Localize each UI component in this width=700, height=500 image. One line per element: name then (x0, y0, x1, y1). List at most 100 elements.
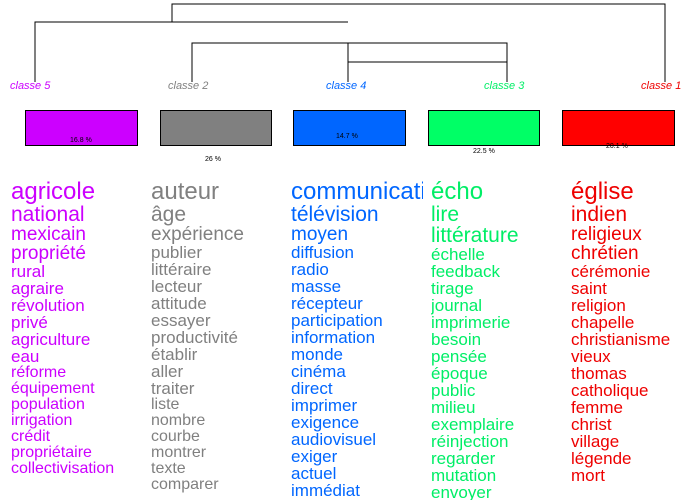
word: village (571, 432, 620, 451)
word: imprimerie (431, 313, 511, 332)
word: besoin (431, 330, 482, 349)
class-percent-4: 22.5 % (473, 148, 495, 155)
word: église (571, 180, 634, 205)
word: auteur (151, 180, 220, 205)
word: feedback (431, 262, 500, 281)
word: productivité (151, 328, 238, 347)
word: agraire (11, 279, 64, 298)
word: télévision (291, 203, 379, 226)
word: agriculture (11, 330, 91, 349)
word: pensée (431, 347, 487, 366)
word: époque (431, 364, 488, 383)
word: traiter (151, 379, 195, 398)
word: cinéma (291, 362, 346, 381)
word: vieux (571, 347, 611, 366)
word: diffusion (291, 243, 355, 262)
class-bar-2 (160, 110, 272, 146)
word: catholique (571, 381, 649, 400)
word: national (11, 203, 85, 226)
word: immédiat (291, 481, 360, 500)
word: exemplaire (431, 415, 515, 434)
class-bar-3 (293, 110, 406, 146)
class-percent-1: 16.8 % (70, 137, 92, 144)
word: littéraire (151, 260, 212, 279)
word: religieux (571, 224, 642, 245)
word: aller (151, 362, 184, 381)
word: direct (291, 379, 333, 398)
word: imprimer (291, 396, 358, 415)
word: crédit (11, 428, 51, 445)
word: eau (11, 347, 40, 366)
word: regarder (431, 449, 496, 468)
word: irrigation (11, 412, 73, 429)
word: tirage (431, 279, 474, 298)
word: milieu (431, 398, 476, 417)
word: femme (571, 398, 623, 417)
class-bar-4 (428, 110, 540, 146)
word: nombre (151, 412, 206, 429)
class-percent-2: 26 % (205, 156, 221, 163)
word: collectivisation (11, 460, 115, 477)
word: équipement (11, 380, 95, 397)
word: christ (571, 415, 612, 434)
word: actuel (291, 464, 337, 483)
word: propriétaire (11, 444, 92, 461)
word: réforme (11, 364, 67, 381)
word: journal (431, 296, 483, 315)
class-label-1: classe 5 (10, 80, 51, 92)
word-column-3: communicationtélévisionmoyendiffusionrad… (291, 180, 423, 500)
word: audiovisuel (291, 430, 377, 449)
word: expérience (151, 224, 244, 245)
word: établir (151, 345, 198, 364)
word: public (431, 381, 476, 400)
word: légende (571, 449, 632, 468)
word: attitude (151, 294, 207, 313)
word: monde (291, 345, 343, 364)
word: lecteur (151, 277, 203, 296)
word: écho (431, 180, 484, 205)
class-bar-5 (562, 110, 675, 146)
class-bar-1 (25, 110, 138, 146)
dendrogram-root-link (171, 3, 666, 82)
word: réinjection (431, 432, 509, 451)
word: courbe (151, 428, 200, 445)
word: christianisme (571, 330, 671, 349)
word: littérature (431, 224, 519, 247)
word: récepteur (291, 294, 363, 313)
dendrogram-link-class4-class3-leaves (347, 61, 507, 82)
class-percent-5: 20.1 % (606, 143, 628, 150)
word: agricole (11, 180, 96, 205)
dendrogram-link-class5-cluster (34, 21, 348, 82)
word: mexicain (11, 224, 86, 245)
word: comparer (151, 476, 219, 493)
word: liste (151, 396, 180, 413)
word: mutation (431, 466, 497, 485)
word: thomas (571, 364, 627, 383)
word: communication (291, 180, 423, 205)
class-label-5: classe 1 (641, 80, 682, 92)
word: échelle (431, 245, 485, 264)
word: publier (151, 243, 203, 262)
word: participation (291, 311, 383, 330)
word: révolution (11, 296, 85, 315)
word: mort (571, 466, 605, 485)
word: texte (151, 460, 186, 477)
word: masse (291, 277, 342, 296)
word: envoyer (431, 483, 492, 500)
class-percent-3: 14.7 % (336, 133, 358, 140)
word: rural (11, 262, 46, 281)
word: exigence (291, 413, 360, 432)
word: indien (571, 203, 628, 226)
word: chrétien (571, 243, 639, 264)
word: âge (151, 203, 187, 226)
word: montrer (151, 444, 207, 461)
word: propriété (11, 243, 86, 264)
class-label-2: classe 2 (168, 80, 209, 92)
word: moyen (291, 224, 349, 245)
class-label-3: classe 4 (326, 80, 367, 92)
